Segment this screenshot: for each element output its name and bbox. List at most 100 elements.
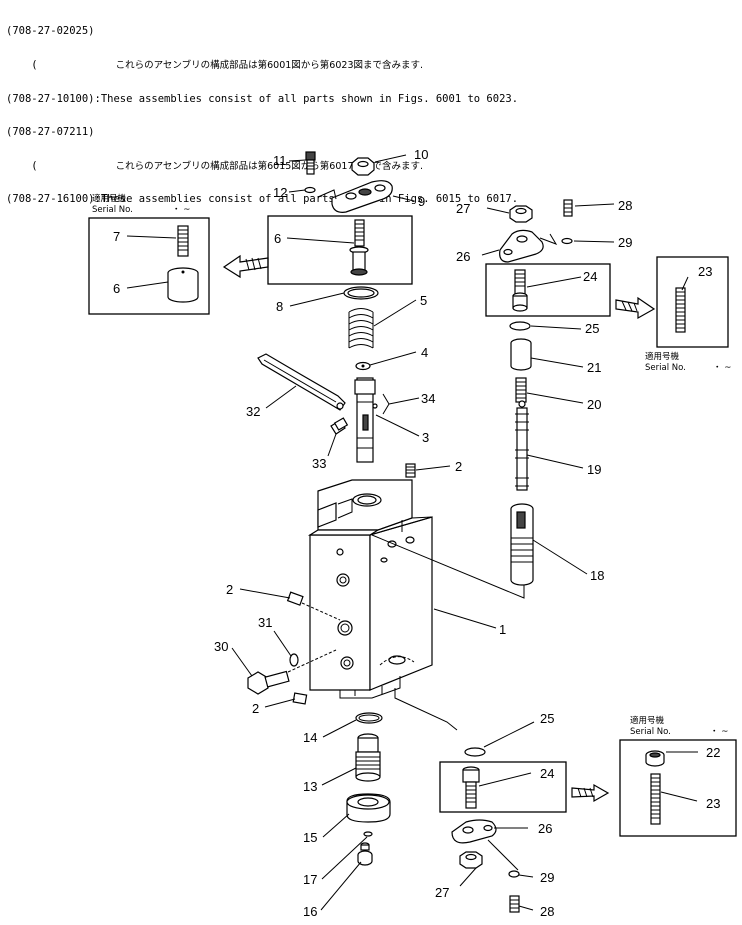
label-3: 3 xyxy=(422,430,429,445)
plug-part-2-bottom xyxy=(292,692,308,705)
label-9: 9 xyxy=(418,194,425,209)
bolt-part-28-bottom xyxy=(509,895,520,913)
serial-en-right-bottom: Serial No. xyxy=(630,727,671,737)
plug-part-16 xyxy=(357,842,373,866)
nut-part-10 xyxy=(351,157,375,176)
label-29-top: 29 xyxy=(618,235,632,250)
label-5: 5 xyxy=(420,293,427,308)
piston-part-13 xyxy=(355,733,381,782)
spool-part-19 xyxy=(515,400,529,491)
label-29-bottom: 29 xyxy=(540,870,554,885)
plug-part-2-top xyxy=(405,463,416,478)
header-line-3: (708-27-10100):These assemblies consist … xyxy=(6,92,519,105)
washer-part-17 xyxy=(363,831,373,837)
valve-part-6 xyxy=(349,219,369,276)
label-15: 15 xyxy=(303,830,317,845)
part-labels: 10 11 12 9 7 6 6 8 5 4 32 34 3 33 2 2 1 … xyxy=(113,147,720,919)
label-24-bottom: 24 xyxy=(540,766,554,781)
plug-part-24-top xyxy=(512,269,528,312)
o-ring-part-31 xyxy=(289,653,299,667)
o-ring-part-25-top xyxy=(509,321,531,331)
washer-part-29-bottom xyxy=(508,870,520,878)
nut-part-27-bottom xyxy=(459,851,483,869)
bolt-part-30 xyxy=(247,649,337,695)
nut-part-15 xyxy=(346,793,391,823)
label-28-bottom: 28 xyxy=(540,904,554,919)
bolt-part-28-top xyxy=(563,199,573,217)
plug-part-24-bottom xyxy=(462,766,480,809)
ring-part-22-alt xyxy=(645,750,665,767)
arrow-right-icon-top xyxy=(615,296,656,320)
serial-jp-right-top: 適用号機 xyxy=(645,351,680,362)
label-13: 13 xyxy=(303,779,317,794)
serial-en-left: Serial No. xyxy=(92,205,133,215)
sleeve-part-21 xyxy=(510,338,532,371)
label-17: 17 xyxy=(303,872,317,887)
nut-part-27-top xyxy=(509,205,533,223)
plug-part-2-mid xyxy=(286,591,341,621)
label-21: 21 xyxy=(587,360,601,375)
header-line-5: (これらのアセンブリの構成部品は第6015図から第6017図まで含みます. xyxy=(6,159,424,172)
serial-range-right-bottom: ・ ~ xyxy=(710,727,728,737)
flange-part-26-bottom xyxy=(451,819,519,871)
sub-assembly-frame-right-top xyxy=(485,263,611,317)
header-notes: (708-27-02025) (これらのアセンブリの構成部品は第6001図から第… xyxy=(6,4,518,228)
label-19: 19 xyxy=(587,462,601,477)
arrow-left-icon xyxy=(222,254,269,279)
washer-part-29-top xyxy=(561,237,573,245)
label-2-mid: 2 xyxy=(226,582,233,597)
valve-body-part-1 xyxy=(307,479,525,699)
o-ring-part-25-bottom xyxy=(464,747,486,757)
label-27-bottom: 27 xyxy=(435,885,449,900)
serial-box-right-top: 適用号機 Serial No. ・ ~ xyxy=(645,256,731,373)
header-jp-line-2: これらのアセンブリの構成部品は第6015図から第6017図まで含みます. xyxy=(115,160,424,172)
bolt-part-11 xyxy=(305,151,316,175)
label-1: 1 xyxy=(499,622,506,637)
serial-range-right-top: ・ ~ xyxy=(713,363,731,373)
serial-range-left: ・ ~ xyxy=(172,205,190,215)
label-31: 31 xyxy=(258,615,272,630)
flange-part-26-top xyxy=(499,229,558,263)
label-16: 16 xyxy=(303,904,317,919)
label-34: 34 xyxy=(421,391,435,406)
label-7: 7 xyxy=(113,229,120,244)
label-2-top: 2 xyxy=(455,459,462,474)
label-22: 22 xyxy=(706,745,720,760)
label-27-top: 27 xyxy=(456,201,470,216)
label-28-top: 28 xyxy=(618,198,632,213)
label-24-top: 24 xyxy=(583,269,597,284)
sub-assembly-frame-right-bottom xyxy=(439,761,567,813)
label-18: 18 xyxy=(590,568,604,583)
sub-assembly-frame-top xyxy=(267,215,413,285)
leader-lines xyxy=(126,154,698,911)
leader-body-to-lower-assembly xyxy=(394,688,458,731)
pin-part-34 xyxy=(382,393,390,415)
serial-jp-right-bottom: 適用号機 xyxy=(630,715,665,726)
lever-part-32 xyxy=(257,353,346,411)
label-6-alt: 6 xyxy=(113,281,120,296)
label-25-bottom: 25 xyxy=(540,711,554,726)
label-23-bottom: 23 xyxy=(706,796,720,811)
serial-frame-left xyxy=(88,217,210,315)
piston-part-6-alt xyxy=(167,267,199,303)
spring-part-7-alt xyxy=(177,225,189,257)
arrow-right-icon-bottom xyxy=(571,783,610,803)
label-26-top: 26 xyxy=(456,249,470,264)
washer-part-12 xyxy=(304,186,316,194)
plug-part-33 xyxy=(330,417,349,435)
serial-box-right-bottom: 適用号機 Serial No. ・ ~ xyxy=(619,715,737,837)
label-26-bottom: 26 xyxy=(538,821,552,836)
spring-part-23-alt-top xyxy=(675,287,686,333)
label-6: 6 xyxy=(274,231,281,246)
spring-part-23-alt-bottom xyxy=(650,773,661,825)
label-25-top: 25 xyxy=(585,321,599,336)
header-line-1: (708-27-02025) xyxy=(6,25,95,38)
spring-part-20 xyxy=(515,377,527,403)
sleeve-part-18 xyxy=(510,503,534,586)
label-12: 12 xyxy=(273,185,287,200)
flange-part-9 xyxy=(317,180,393,213)
header-line-2: (これらのアセンブリの構成部品は第6001図から第6023図まで含みます. xyxy=(6,59,424,71)
label-4: 4 xyxy=(421,345,428,360)
